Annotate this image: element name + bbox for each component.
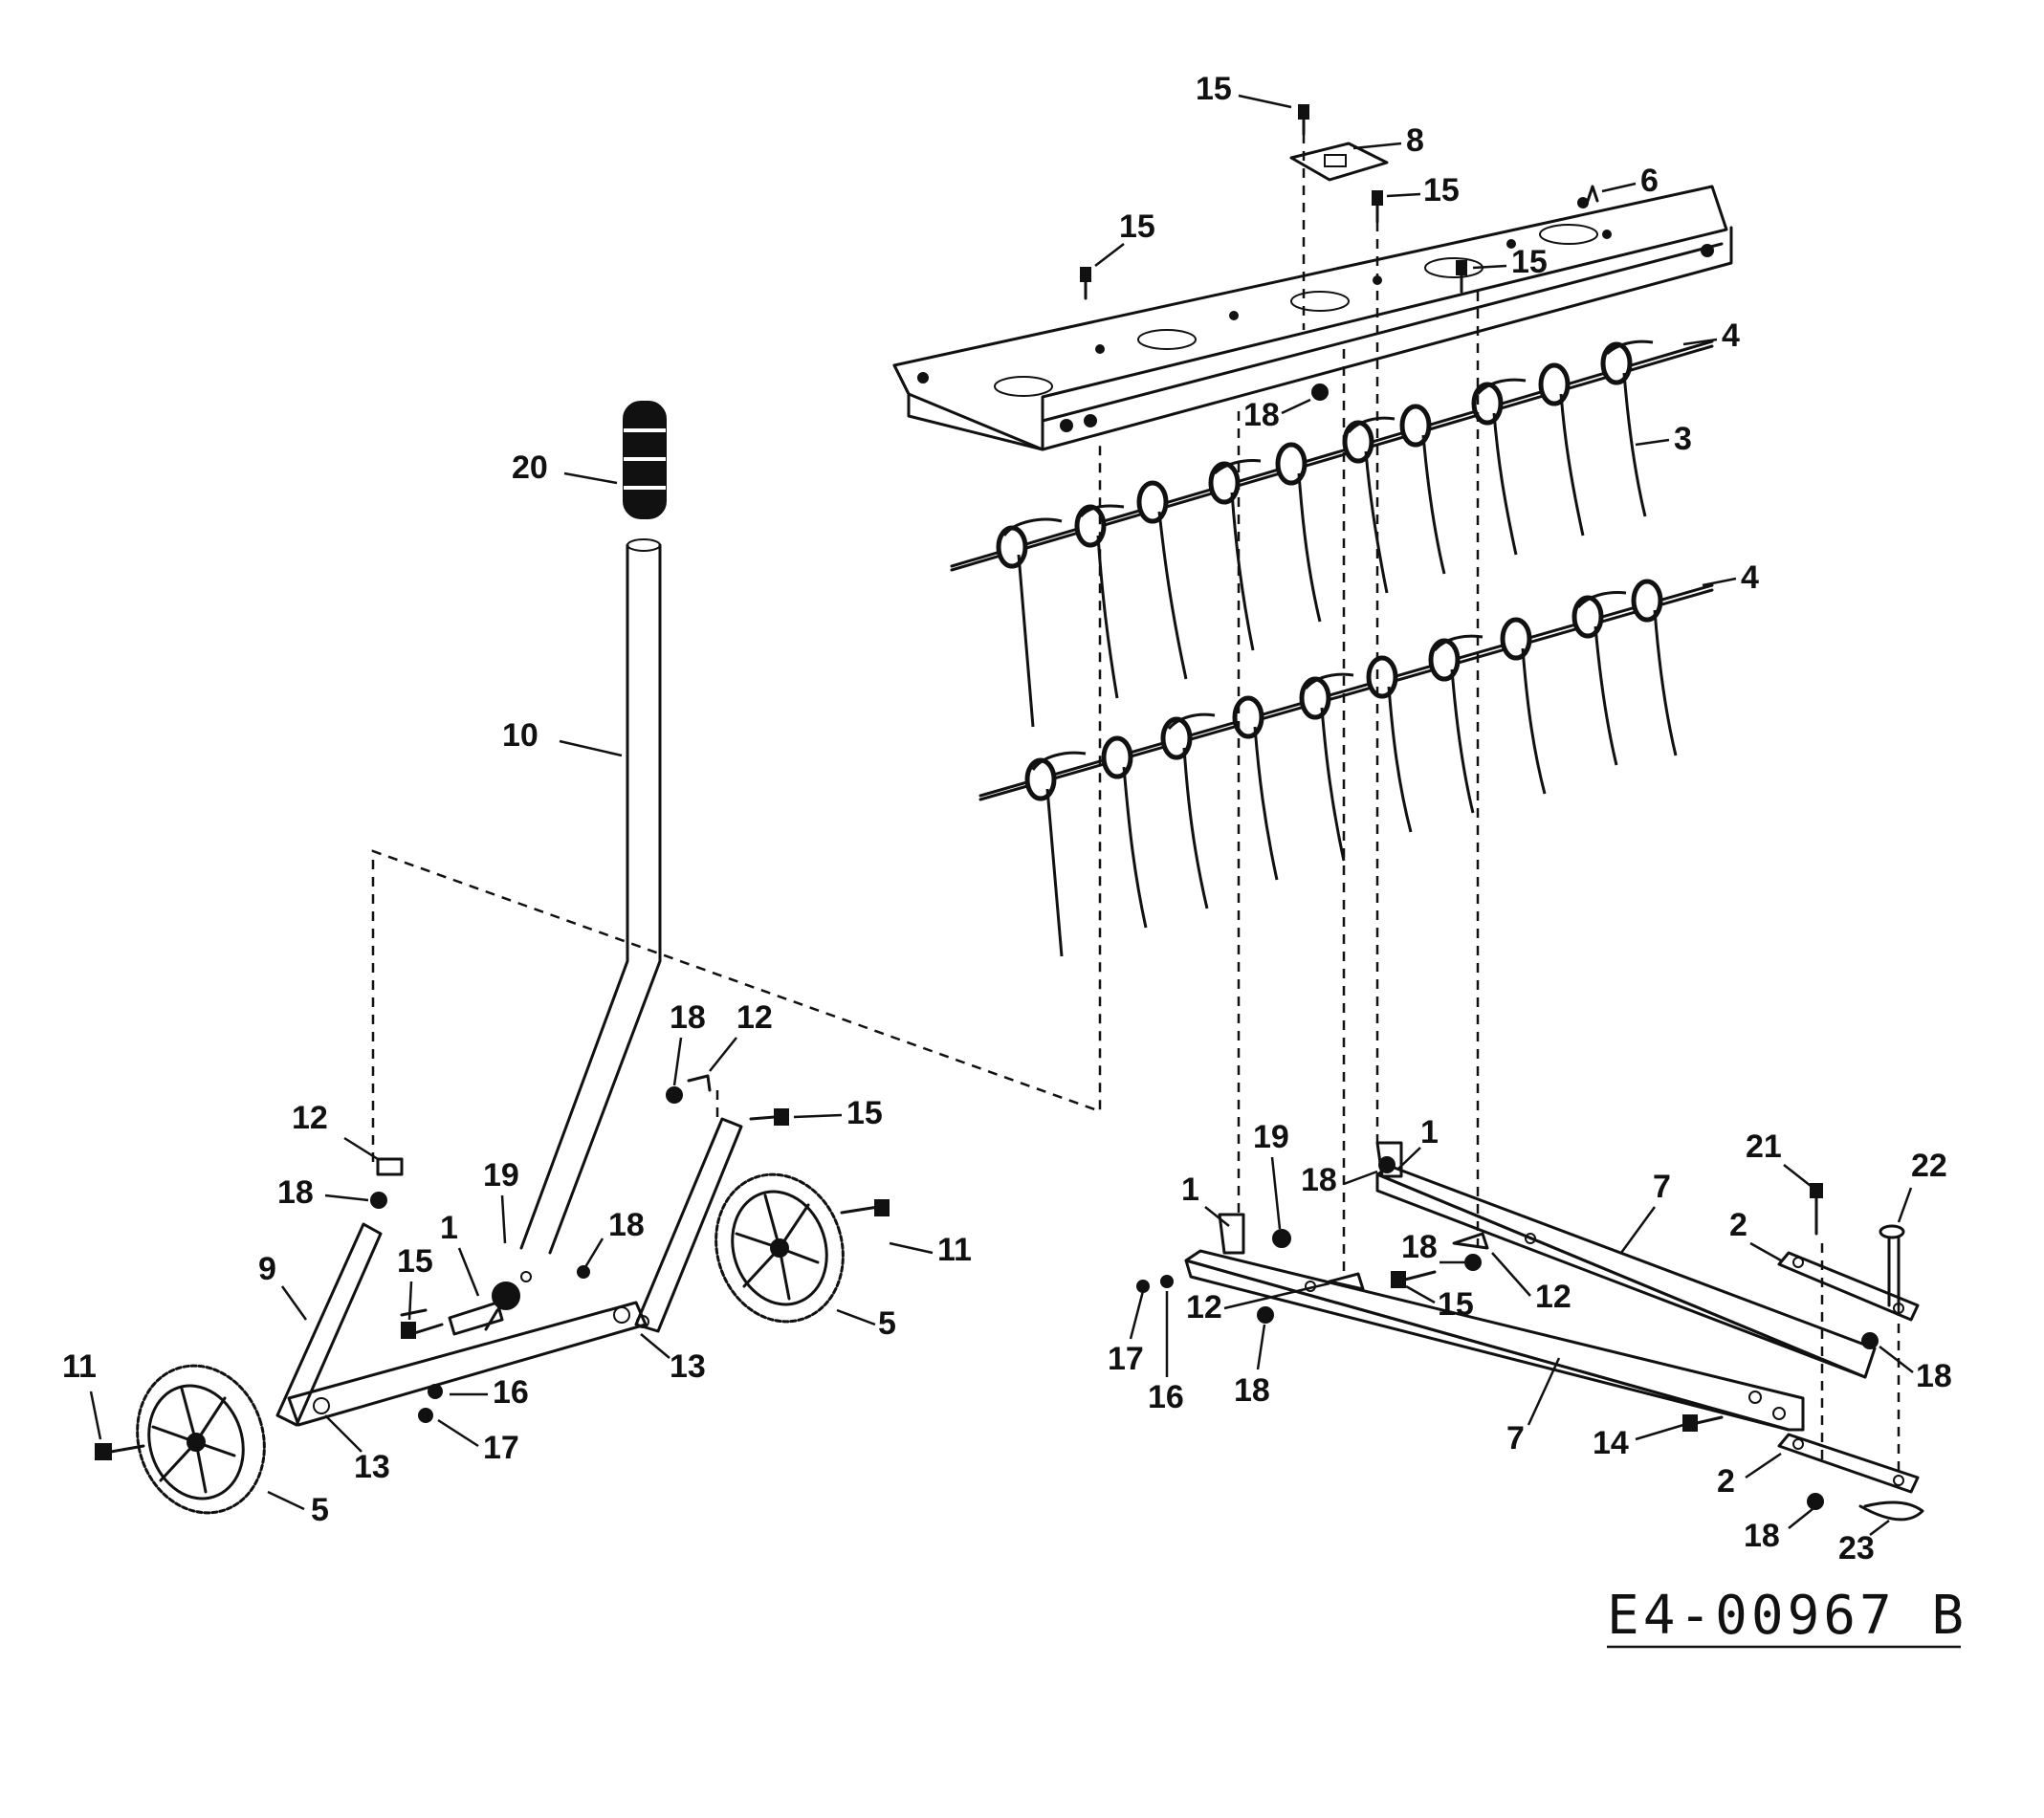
callout-19-l: 19: [483, 1157, 519, 1194]
assembly-lines: [371, 134, 1901, 1473]
callout-18-l1: 18: [670, 999, 706, 1036]
callout-12-l1: 12: [736, 999, 773, 1036]
callout-18-r4: 18: [1916, 1358, 1952, 1394]
upper-tine-shaft: [950, 340, 1714, 572]
top-bolts: [1080, 104, 1467, 401]
callout-10: 10: [502, 717, 538, 754]
callout-8: 8: [1406, 122, 1424, 159]
callout-14: 14: [1593, 1425, 1629, 1461]
callout-22: 22: [1911, 1148, 1947, 1184]
callout-4-lower: 4: [1741, 559, 1759, 596]
callout-18-l3: 18: [608, 1207, 645, 1243]
callout-13-rear: 13: [354, 1449, 390, 1485]
callout-18-l2: 18: [277, 1174, 314, 1211]
callout-15-r: 15: [1438, 1286, 1474, 1323]
callout-12-l2: 12: [292, 1100, 328, 1136]
left-frame: [275, 1074, 890, 1427]
handle-grip: [623, 401, 667, 519]
callout-15-d: 15: [1511, 244, 1548, 280]
callout-13-front: 13: [670, 1348, 706, 1385]
callout-18-r5: 18: [1744, 1518, 1780, 1554]
callout-16-r: 16: [1148, 1379, 1184, 1415]
callout-12-r1: 12: [1535, 1279, 1571, 1315]
callout-18-top: 18: [1243, 397, 1280, 433]
callout-7-lower: 7: [1506, 1420, 1525, 1457]
callout-1-r1: 1: [1420, 1114, 1439, 1150]
callout-11-rear: 11: [62, 1348, 97, 1385]
callout-19-r: 19: [1253, 1119, 1289, 1155]
drawing-number-block: E4-00967 B: [1607, 1585, 1967, 1649]
drawing-number: E4-00967 B: [1607, 1585, 1967, 1647]
callout-15-l1: 15: [846, 1095, 883, 1131]
callout-18-r2: 18: [1401, 1229, 1438, 1265]
callout-9: 9: [258, 1251, 276, 1287]
callouts: 15 8 15 6 15 15 4 18 3 4 20 10 18 12 15 …: [62, 71, 1952, 1566]
callout-7-upper: 7: [1653, 1169, 1671, 1205]
callout-18-r1: 18: [1301, 1162, 1337, 1198]
callout-18-r3: 18: [1234, 1372, 1270, 1409]
upper-tines: [996, 340, 1654, 728]
clamp-plate: [1289, 142, 1389, 182]
callout-23: 23: [1838, 1530, 1875, 1566]
callout-5-front: 5: [878, 1305, 896, 1342]
callout-15-l2: 15: [397, 1243, 433, 1280]
callout-15-b: 15: [1423, 172, 1460, 208]
callout-2-lower: 2: [1717, 1463, 1735, 1500]
callout-1-r2: 1: [1181, 1172, 1199, 1208]
rake-bar-channel: [892, 185, 1733, 451]
right-frame: [1136, 1141, 1924, 1522]
callout-5-rear: 5: [311, 1492, 329, 1528]
callout-3: 3: [1674, 421, 1692, 457]
callout-17-l: 17: [483, 1430, 519, 1466]
callout-16-l: 16: [493, 1374, 529, 1411]
callout-15-top: 15: [1196, 71, 1232, 107]
callout-20: 20: [512, 449, 548, 486]
callout-11-front: 11: [937, 1232, 972, 1268]
handle-tube: [519, 538, 662, 1255]
rear-wheel: [95, 1364, 266, 1515]
lower-tines: [1024, 579, 1678, 957]
front-wheel: [714, 1172, 845, 1324]
callout-2-upper: 2: [1729, 1207, 1747, 1243]
callout-1-l: 1: [440, 1210, 458, 1246]
callout-12-r2: 12: [1186, 1289, 1222, 1325]
callout-21: 21: [1746, 1128, 1782, 1165]
callout-17-r: 17: [1108, 1341, 1144, 1377]
callout-15-c: 15: [1119, 208, 1155, 245]
callout-4-upper: 4: [1722, 318, 1740, 354]
callout-6: 6: [1640, 163, 1659, 199]
